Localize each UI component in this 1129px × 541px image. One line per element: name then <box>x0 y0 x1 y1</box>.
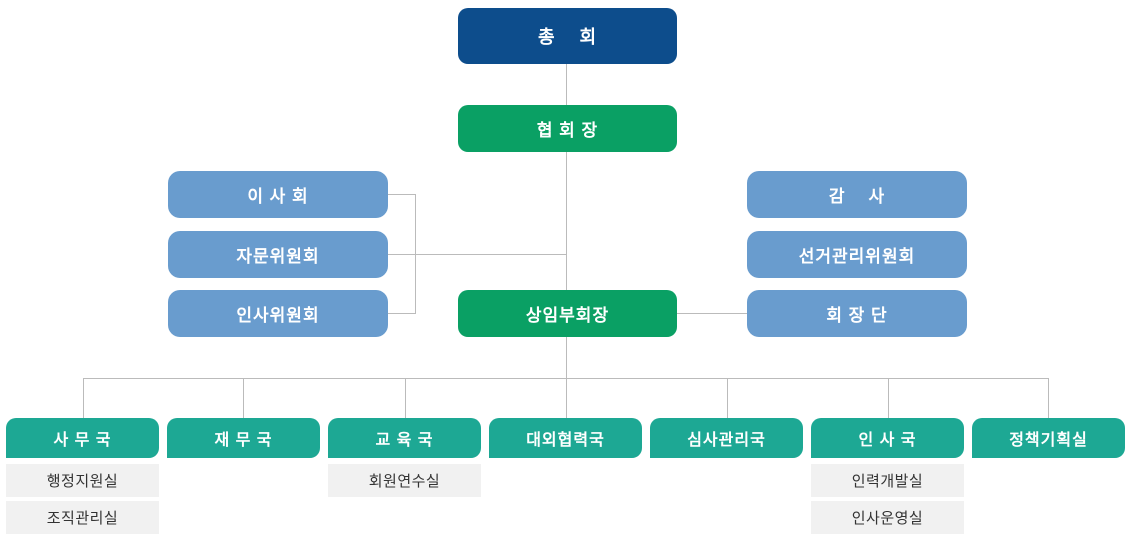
org-node-executive-vice-president: 상임부회장 <box>458 290 677 337</box>
org-node-policy-planning-office: 정책기획실 <box>972 418 1125 458</box>
org-node-board-of-directors: 이 사 회 <box>168 171 388 218</box>
org-node-advisory-committee: 자문위원회 <box>168 231 388 278</box>
connector-personnel-committee-stub <box>388 313 415 314</box>
connector-drop-finance <box>243 378 244 418</box>
connector-board-stub <box>388 194 415 195</box>
connector-assembly-president <box>566 64 567 105</box>
connector-drop-policy <box>1048 378 1049 418</box>
org-office-hr-development: 인력개발실 <box>811 464 964 497</box>
connector-president-rail <box>566 152 567 378</box>
org-office-organization-management: 조직관리실 <box>6 501 159 534</box>
org-office-admin-support: 행정지원실 <box>6 464 159 497</box>
org-node-auditor: 감 사 <box>747 171 967 218</box>
org-office-member-training: 회원연수실 <box>328 464 481 497</box>
org-node-election-management-committee: 선거관리위원회 <box>747 231 967 278</box>
connector-presidium-stub <box>677 313 747 314</box>
org-office-personnel-operations: 인사운영실 <box>811 501 964 534</box>
org-node-association-president: 협 회 장 <box>458 105 677 152</box>
org-node-education-bureau: 교 육 국 <box>328 418 481 458</box>
org-node-general-assembly: 총 회 <box>458 8 677 64</box>
org-node-external-cooperation-bureau: 대외협력국 <box>489 418 642 458</box>
org-node-personnel-bureau: 인 사 국 <box>811 418 964 458</box>
org-node-personnel-committee: 인사위원회 <box>168 290 388 337</box>
org-node-presidium: 회 장 단 <box>747 290 967 337</box>
connector-advisory-horizontal <box>388 254 567 255</box>
org-node-finance-bureau: 재 무 국 <box>167 418 320 458</box>
connector-drop-review <box>727 378 728 418</box>
connector-drop-external <box>566 378 567 418</box>
connector-drop-personnel <box>888 378 889 418</box>
org-node-review-management-bureau: 심사관리국 <box>650 418 803 458</box>
connector-drop-education <box>405 378 406 418</box>
org-node-secretariat: 사 무 국 <box>6 418 159 458</box>
connector-drop-secretariat <box>83 378 84 418</box>
connector-left-vertical <box>415 194 416 314</box>
